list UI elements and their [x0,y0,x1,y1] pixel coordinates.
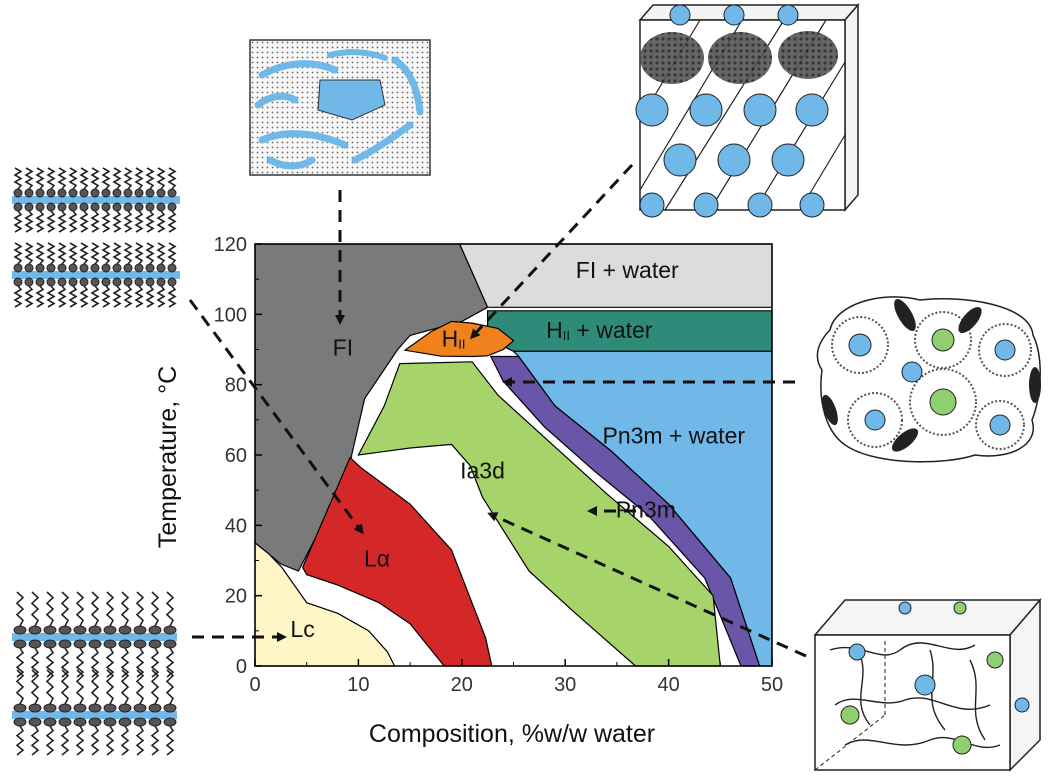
phase-regions [254,243,773,667]
la-arrow [188,299,364,535]
ia3d-cubic-inset [813,597,1042,772]
region-hii [403,320,515,358]
region-ia3d [357,361,721,667]
hexagonal-inset [635,2,860,218]
x-tick-label: 10 [347,674,369,696]
x-tick-label: 40 [657,674,679,696]
x-tick-label: 20 [451,674,473,696]
label-fi: FI [333,335,353,361]
pn3m-cubic-inset [816,296,1041,463]
x-axis-label: Composition, %w/w water [369,720,655,748]
x-axis-ticks: 0 10 20 30 40 50 [249,659,783,696]
y-tick-label: 60 [225,445,247,467]
lamellar-alpha-inset [12,167,180,308]
x-tick-label: 0 [249,674,260,696]
ia3d-arrow [487,512,807,658]
y-tick-label: 80 [225,375,247,397]
label-fi-water: FI + water [576,257,679,283]
y-tick-label: 0 [236,656,247,678]
fluid-isotropic-inset [249,39,431,176]
label-pn3m-water: Pn3m + water [602,422,745,448]
x-tick-label: 50 [761,674,783,696]
region-la [301,456,493,667]
y-axis-ticks: 0 20 40 60 80 100 120 [214,234,262,678]
label-lc: Lc [290,616,314,642]
y-tick-label: 40 [225,515,247,537]
y-tick-label: 120 [214,234,247,256]
label-pn3m: Pn3m [616,496,676,522]
y-tick-label: 100 [214,304,247,326]
y-tick-label: 20 [225,586,247,608]
x-tick-label: 30 [554,674,576,696]
label-hii-water: HII + water [546,317,653,343]
label-la: Lα [364,546,390,572]
y-axis-label: Temperature, °C [154,366,182,548]
annotation-arrows [188,163,807,658]
lamellar-crystalline-inset [12,591,177,756]
region-lc [254,541,396,667]
label-ia3d: Ia3d [460,458,505,484]
label-hii: HII [442,326,466,352]
